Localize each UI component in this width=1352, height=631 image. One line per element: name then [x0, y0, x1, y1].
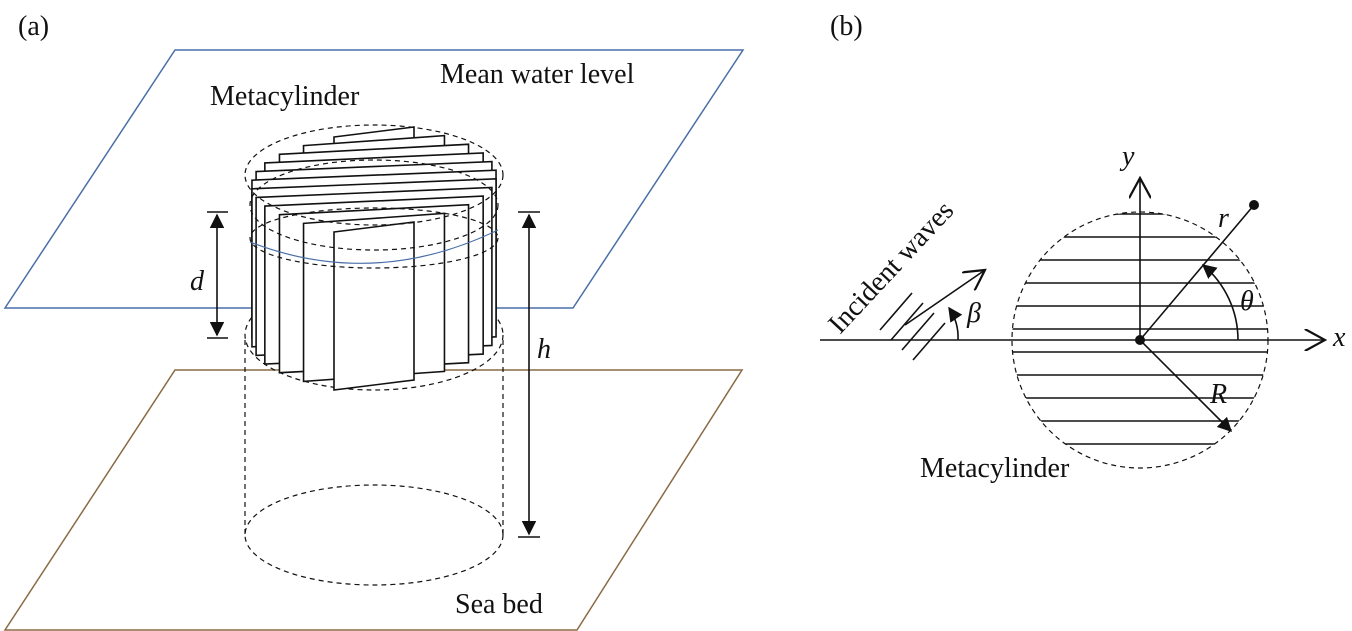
incident-direction-arrow: [904, 270, 985, 326]
seabed-label: Sea bed: [455, 589, 543, 620]
theta-label: θ: [1240, 286, 1254, 317]
metacylinder-label-b: Metacylinder: [920, 453, 1070, 484]
metacylinder-plate: [333, 221, 415, 391]
panel-b-tag: (b): [830, 11, 863, 42]
h-label: h: [537, 334, 551, 365]
metacylinder-top-ellipse: [244, 124, 504, 226]
beta-label: β: [966, 298, 981, 329]
metacylinder-inner-ellipse: [249, 159, 499, 251]
r-label: r: [1218, 203, 1229, 234]
depth-dimension: h: [518, 211, 551, 538]
panel-a: (a) Metacylinder Mean water level Sea be…: [3, 11, 745, 631]
metacylinder-label-a: Metacylinder: [210, 81, 360, 112]
r-line: [1139, 204, 1255, 341]
theta-arc: [1201, 264, 1239, 341]
water-level-plane: [3, 49, 745, 309]
beta-arc: [948, 306, 963, 341]
metacylinder-plates: [251, 126, 497, 391]
d-label: d: [190, 266, 205, 297]
incident-wave-crests: [879, 292, 946, 361]
draft-dimension: d: [190, 211, 228, 339]
radius-arrow: [1139, 339, 1233, 433]
metacylinder-waterline-ellipse: [249, 207, 499, 269]
x-axis-label: x: [1332, 322, 1346, 353]
panel-a-tag: (a): [18, 11, 49, 42]
y-axis-label: y: [1119, 141, 1135, 172]
field-point: [1249, 200, 1259, 210]
water-level-label: Mean water level: [440, 59, 635, 90]
panel-b: (b) x y r θ R β Incident waves M: [820, 11, 1346, 484]
R-label: R: [1209, 379, 1227, 410]
waterline-curve: [249, 229, 499, 264]
seabed-plane: [3, 369, 744, 631]
